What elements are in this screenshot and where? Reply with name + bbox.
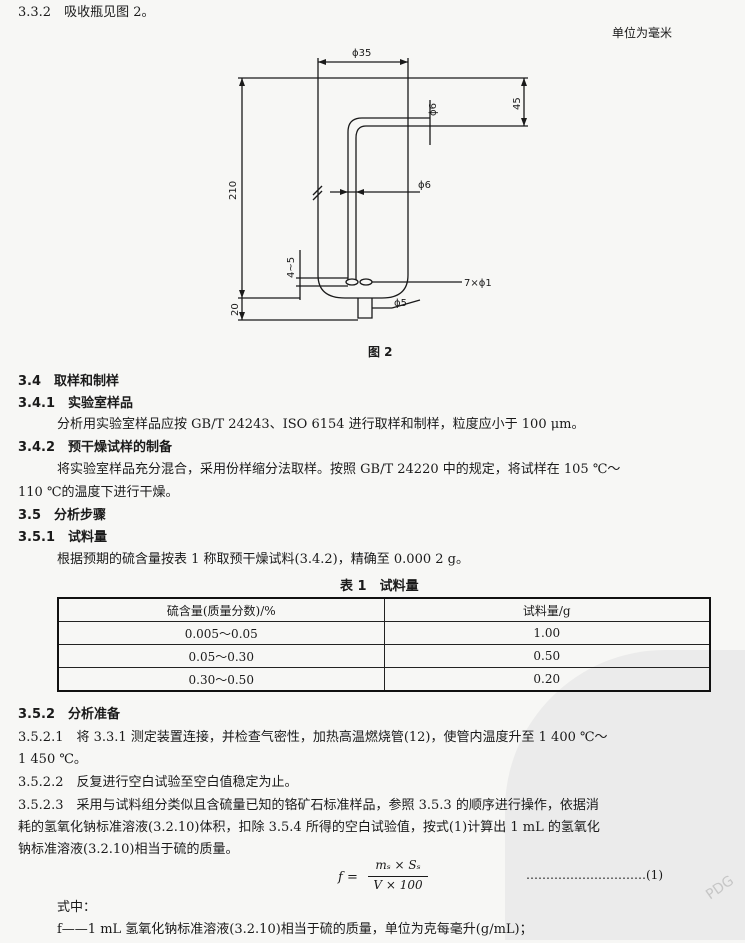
table-title: 表 1 试料量 bbox=[340, 579, 419, 594]
dim-tube-mid-label: ϕ6 bbox=[418, 180, 431, 191]
dim-tube-top-label: ϕ6 bbox=[428, 103, 439, 116]
para-3-4-2-line1: 将实验室样品充分混合，采用份样缩分法取样。按照 GB/T 24220 中的规定，… bbox=[57, 462, 621, 477]
table-cell: 0.05～0.30 bbox=[57, 644, 385, 668]
table-cell: 0.50 bbox=[383, 644, 711, 668]
absorption-bottle-figure: ϕ35 210 ϕ6 45 ϕ6 4~5 7×ϕ1 20 ϕ5 图 2 bbox=[228, 48, 528, 359]
para-3-5-1: 根据预期的硫含量按表 1 称取预干燥试料(3.4.2)，精确至 0.000 2 … bbox=[57, 552, 469, 567]
para-3-5-2-3-line3: 钠标准溶液(3.2.10)相当于硫的质量。 bbox=[18, 842, 239, 857]
para-3-5-2-1-line2: 1 450 ℃。 bbox=[18, 752, 87, 767]
para-3-5-2-3-line1: 3.5.2.3 采用与试料组分类似且含硫量已知的铬矿石标准样品，参照 3.5.3… bbox=[18, 798, 599, 813]
heading-3-5: 3.5 分析步骤 bbox=[18, 508, 107, 523]
table-row: 0.005～0.05 1.00 bbox=[57, 621, 711, 645]
formula-denominator: V × 100 bbox=[373, 878, 423, 892]
formula-numerator: mₛ × Sₛ bbox=[375, 858, 421, 872]
heading-3-4-2: 3.4.2 预干燥试样的制备 bbox=[18, 440, 173, 455]
section-3-3-2: 3.3.2 吸收瓶见图 2。 bbox=[18, 5, 155, 20]
heading-3-5-1: 3.5.1 试料量 bbox=[18, 530, 108, 545]
table-row: 0.30～0.50 0.20 bbox=[57, 667, 711, 692]
dim-top-label: ϕ35 bbox=[352, 48, 371, 59]
dim-4-5-label: 4~5 bbox=[286, 257, 297, 278]
dim-45-label: 45 bbox=[512, 97, 523, 110]
table-cell: 0.20 bbox=[383, 667, 711, 692]
table-row: 0.05～0.30 0.50 bbox=[57, 644, 711, 668]
table-header-row: 硫含量(质量分数)/% 试料量/g bbox=[57, 597, 711, 622]
table-cell: 0.30～0.50 bbox=[57, 667, 385, 692]
formula-lhs: f = bbox=[338, 870, 358, 885]
formula-number: …………………………(1) bbox=[526, 868, 663, 882]
figure-caption: 图 2 bbox=[368, 345, 393, 359]
dim-holes-label: 7×ϕ1 bbox=[464, 278, 492, 289]
heading-3-4: 3.4 取样和制样 bbox=[18, 374, 120, 389]
unit-note: 单位为毫米 bbox=[612, 26, 673, 40]
heading-3-4-1: 3.4.1 实验室样品 bbox=[18, 396, 134, 411]
para-3-5-2-1-line1: 3.5.2.1 将 3.3.1 测定装置连接，并检查气密性，加热高温燃烧管(12… bbox=[18, 730, 608, 745]
sample-mass-table: 硫含量(质量分数)/% 试料量/g 0.005～0.05 1.00 0.05～0… bbox=[57, 597, 711, 692]
definition-f: f——1 mL 氢氧化钠标准溶液(3.2.10)相当于硫的质量，单位为克每毫升(… bbox=[57, 922, 533, 937]
table-header-cell: 试料量/g bbox=[383, 597, 711, 622]
dim-bottom-height-label: 20 bbox=[230, 303, 241, 316]
para-3-4-2-line2: 110 ℃的温度下进行干燥。 bbox=[18, 485, 179, 500]
where-label: 式中： bbox=[57, 900, 97, 915]
para-3-5-2-2: 3.5.2.2 反复进行空白试验至空白值稳定为止。 bbox=[18, 775, 298, 790]
dim-height-label: 210 bbox=[228, 181, 239, 200]
para-3-4-1: 分析用实验室样品应按 GB/T 24243、ISO 6154 进行取样和制样，粒… bbox=[57, 417, 585, 432]
heading-3-5-2: 3.5.2 分析准备 bbox=[18, 707, 121, 722]
para-3-5-2-3-line2: 耗的氢氧化钠标准溶液(3.2.10)体积，扣除 3.5.4 所得的空白试验值，按… bbox=[18, 820, 600, 835]
dim-outlet-label: ϕ5 bbox=[394, 298, 407, 309]
table-cell: 1.00 bbox=[383, 621, 711, 645]
table-header-cell: 硫含量(质量分数)/% bbox=[57, 597, 385, 622]
formula-fraction-bar bbox=[368, 876, 428, 877]
table-cell: 0.005～0.05 bbox=[57, 621, 385, 645]
